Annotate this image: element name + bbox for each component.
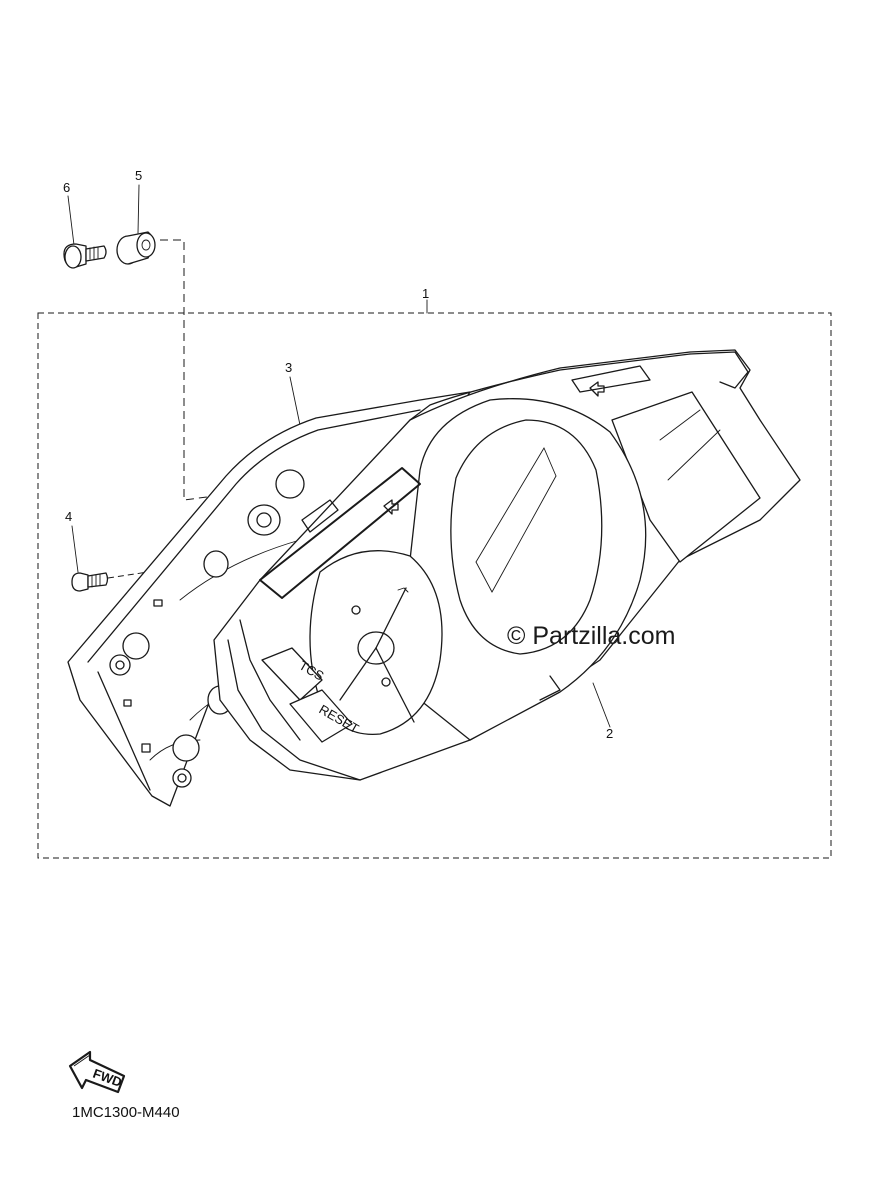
part-4-screw [71,572,109,592]
callout-2: 2 [606,726,613,741]
fwd-arrow-icon: FWD [68,1050,126,1094]
part-2-meter-body [213,349,801,781]
watermark: © Partzilla.com [507,622,676,650]
callout-6: 6 [63,180,70,195]
callout-5: 5 [135,168,142,183]
callout-1: 1 [422,286,429,301]
part-6-screw [63,243,107,269]
callout-4: 4 [65,509,72,524]
part-5-grommet [116,231,156,265]
diagram-code: 1MC1300-M440 [72,1104,180,1121]
assembly-boundary [37,312,832,859]
callout-3: 3 [285,360,292,375]
